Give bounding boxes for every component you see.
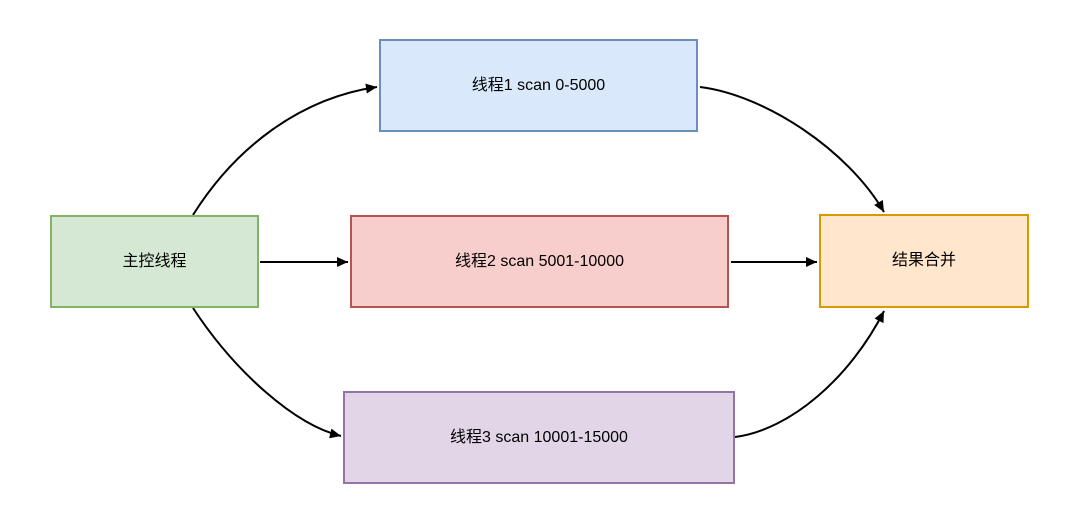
node-thread1-scan: 线程1 scan 0-5000 xyxy=(379,39,698,132)
node-thread3-scan: 线程3 scan 10001-15000 xyxy=(343,391,735,484)
node-thread2-scan: 线程2 scan 5001-10000 xyxy=(350,215,729,308)
node-thread1-scan-label: 线程1 scan 0-5000 xyxy=(471,76,606,94)
edge-thread1-to-merge xyxy=(699,86,885,213)
node-thread2-scan-label: 线程2 scan 5001-10000 xyxy=(454,252,624,270)
node-master-thread-label: 主控线程 xyxy=(122,252,187,270)
edge-thread3-to-merge xyxy=(734,310,885,438)
node-thread3-scan-label: 线程3 scan 10001-15000 xyxy=(450,428,628,446)
node-master-thread: 主控线程 xyxy=(50,215,259,308)
node-result-merge-label: 结果合并 xyxy=(891,252,956,270)
edge-master-to-thread1 xyxy=(192,83,378,216)
node-result-merge: 结果合并 xyxy=(819,214,1029,308)
edge-master-to-thread3 xyxy=(192,307,342,439)
